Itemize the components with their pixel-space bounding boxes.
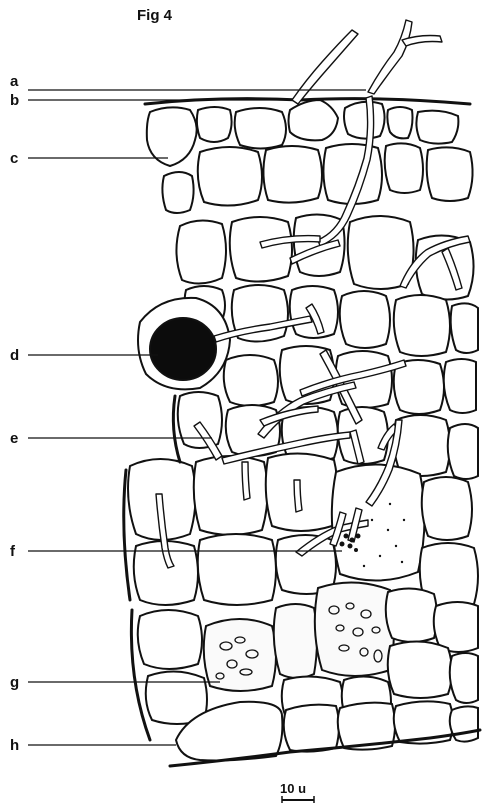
cortex-cells-upper [162, 143, 472, 213]
scale-bar: 10 u [280, 781, 314, 803]
label-e: e [10, 430, 18, 447]
figure-labels: a b c d e f g h [10, 73, 19, 754]
label-a: a [10, 73, 19, 90]
endodermis-cells [170, 701, 480, 766]
label-b: b [10, 92, 19, 109]
scale-bar-label: 10 u [280, 781, 306, 796]
label-d: d [10, 347, 19, 364]
label-h: h [10, 737, 19, 754]
dark-spore [150, 318, 216, 380]
label-f: f [10, 543, 16, 560]
label-g: g [10, 674, 19, 691]
figure-title: Fig 4 [137, 7, 173, 24]
label-c: c [10, 150, 18, 167]
